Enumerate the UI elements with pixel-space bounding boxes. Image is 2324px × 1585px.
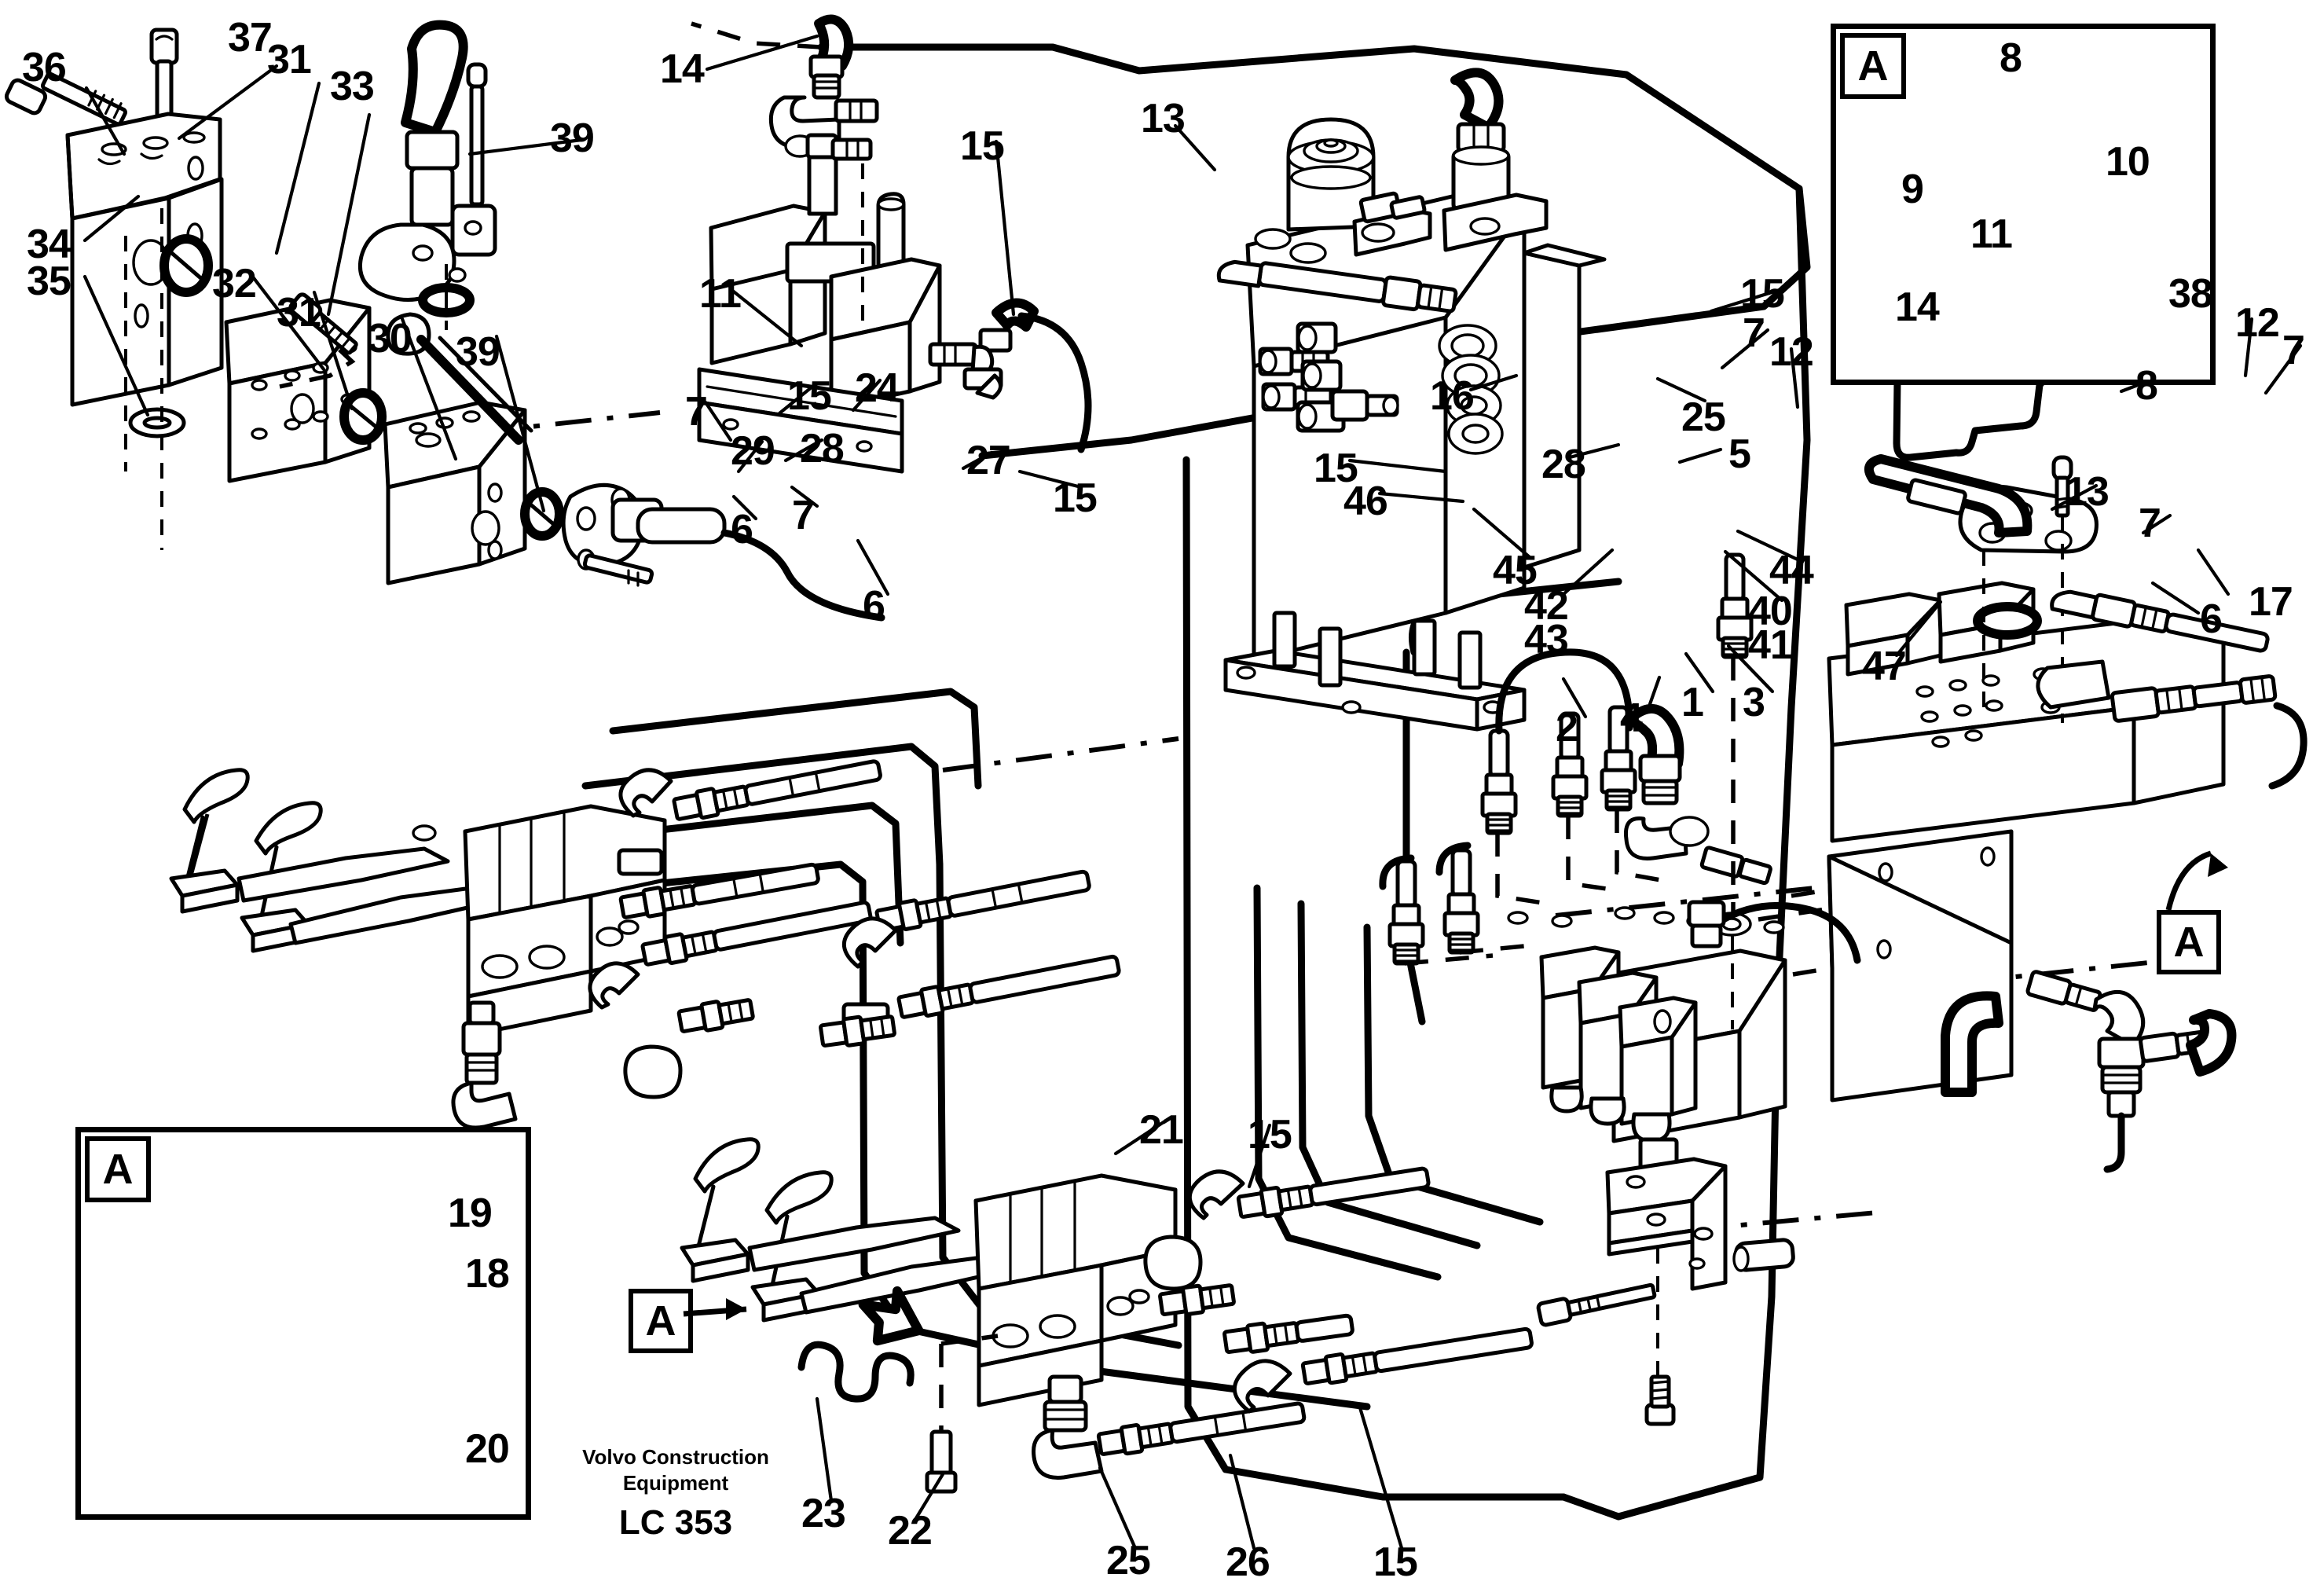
- callout-12a: 12: [1769, 329, 1814, 375]
- callout-47: 47: [1862, 644, 1907, 689]
- brand-line-1: Volvo Construction: [582, 1445, 769, 1469]
- callout-23: 23: [801, 1491, 846, 1536]
- callout-25b: 25: [1106, 1538, 1151, 1583]
- callout-46: 46: [1343, 479, 1388, 524]
- section-marker-a-right-valve: A: [2157, 910, 2221, 974]
- callout-15b: 15: [1740, 271, 1785, 317]
- callout-34: 34: [27, 222, 71, 267]
- callout-11b: 11: [1970, 211, 2013, 257]
- section-marker-a-bottom-left: A: [85, 1136, 151, 1202]
- callout-6c: 6: [863, 583, 885, 629]
- callout-5: 5: [1728, 431, 1751, 477]
- callout-14b: 14: [1895, 284, 1940, 330]
- callout-7c: 7: [2139, 501, 2161, 546]
- callout-20: 20: [465, 1426, 510, 1472]
- callout-31a: 31: [267, 37, 312, 83]
- callout-39a: 39: [550, 116, 595, 161]
- callout-41: 41: [1748, 622, 1793, 668]
- drawing-caption: Volvo Construction Equipment LC 353: [550, 1444, 801, 1543]
- callout-6b: 6: [731, 507, 753, 552]
- section-marker-a-bottom-center: A: [629, 1289, 693, 1353]
- callout-27: 27: [966, 438, 1011, 483]
- drawing-code: LC 353: [618, 1503, 733, 1542]
- callout-32: 32: [212, 261, 257, 306]
- callout-16: 16: [1430, 373, 1475, 419]
- callout-1: 1: [1681, 680, 1704, 725]
- callout-25a: 25: [1681, 394, 1726, 440]
- callout-10: 10: [2106, 139, 2150, 185]
- callout-44: 44: [1769, 548, 1814, 593]
- callout-21: 21: [1139, 1107, 1184, 1153]
- callout-15a: 15: [960, 123, 1005, 169]
- callout-6a: 6: [2200, 596, 2223, 642]
- callout-37: 37: [228, 15, 273, 61]
- callout-18: 18: [465, 1251, 510, 1297]
- detail-panel-a-bottom-left: [75, 1127, 531, 1520]
- callout-43: 43: [1524, 617, 1569, 662]
- callout-15c: 15: [1314, 446, 1358, 491]
- callout-7b: 7: [2282, 328, 2305, 373]
- callout-39b: 39: [456, 329, 500, 375]
- callout-26: 26: [1226, 1539, 1270, 1585]
- callout-28a: 28: [1541, 442, 1586, 487]
- callout-30: 30: [368, 316, 412, 361]
- callout-7d: 7: [685, 389, 708, 435]
- callout-11a: 11: [699, 271, 742, 317]
- callout-8a: 8: [2000, 35, 2022, 81]
- callout-15g: 15: [1373, 1539, 1418, 1585]
- callout-42: 42: [1524, 583, 1569, 629]
- callout-36: 36: [22, 45, 67, 90]
- callout-14a: 14: [660, 46, 705, 92]
- callout-19: 19: [448, 1191, 493, 1236]
- section-marker-a-top-right: A: [1840, 33, 1906, 99]
- callout-45: 45: [1493, 548, 1538, 593]
- callout-7e: 7: [792, 493, 815, 538]
- callout-2: 2: [1556, 705, 1578, 750]
- callout-13a: 13: [1141, 96, 1186, 141]
- callout-24: 24: [855, 365, 900, 411]
- callout-29: 29: [731, 428, 775, 474]
- callout-31b: 31: [277, 290, 321, 336]
- callout-38: 38: [2168, 271, 2213, 317]
- callout-15e: 15: [1053, 475, 1098, 521]
- callout-9: 9: [1901, 167, 1924, 212]
- brand-line-2: Equipment: [622, 1470, 729, 1495]
- callout-3: 3: [1743, 680, 1765, 725]
- callout-15f: 15: [1248, 1112, 1292, 1158]
- callout-35: 35: [27, 259, 71, 304]
- callout-4: 4: [1620, 695, 1643, 741]
- callout-40: 40: [1748, 589, 1793, 634]
- callout-15d: 15: [787, 373, 832, 419]
- callout-7a: 7: [1743, 310, 1765, 356]
- callout-13b: 13: [2065, 469, 2110, 515]
- callout-33: 33: [330, 64, 375, 109]
- callout-22: 22: [888, 1508, 933, 1554]
- callout-17: 17: [2249, 579, 2293, 625]
- callout-12b: 12: [2235, 300, 2280, 346]
- callout-8b: 8: [2135, 363, 2158, 409]
- callout-28b: 28: [800, 426, 845, 471]
